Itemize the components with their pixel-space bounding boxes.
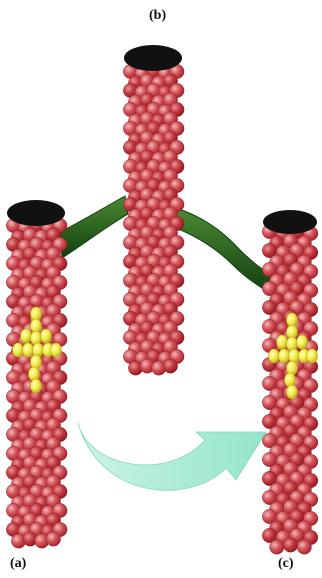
connector-arm-right xyxy=(176,208,274,294)
lumen-b xyxy=(124,45,182,71)
tube-b-end xyxy=(120,376,186,408)
tubulin-bead xyxy=(283,538,297,552)
tubulin-bead xyxy=(46,532,60,546)
curved-arrow-icon xyxy=(78,423,266,490)
cluster-bead xyxy=(285,373,296,387)
lumen-c xyxy=(263,210,317,234)
tubulin-bead xyxy=(297,540,311,554)
label-c: (c) xyxy=(278,556,294,572)
cluster-bead xyxy=(287,361,298,375)
tubulin-bead xyxy=(163,359,177,373)
connector-arm-left xyxy=(60,196,128,258)
cluster-bead xyxy=(279,349,290,363)
cluster-bead xyxy=(297,335,308,349)
cluster-bead xyxy=(13,343,24,357)
cluster-bead xyxy=(287,337,298,351)
cluster-bead xyxy=(21,329,32,343)
cluster-bead xyxy=(31,379,42,393)
cluster-bead xyxy=(277,335,288,349)
cluster-bead xyxy=(31,331,42,345)
cluster-bead xyxy=(269,349,280,363)
cluster-bead xyxy=(41,329,52,343)
cluster-bead xyxy=(307,349,318,363)
microtubule-b xyxy=(123,45,184,375)
cluster-bead xyxy=(51,343,62,357)
cluster-bead xyxy=(33,343,44,357)
cluster-bead xyxy=(31,355,42,369)
cluster-bead xyxy=(23,343,34,357)
label-a: (a) xyxy=(10,556,26,572)
cluster-bead xyxy=(29,367,40,381)
tubulin-bead xyxy=(270,540,284,554)
cluster-bead xyxy=(287,385,298,399)
cluster-bead xyxy=(289,349,300,363)
label-b: (b) xyxy=(149,8,166,24)
lumen-a xyxy=(7,200,65,226)
